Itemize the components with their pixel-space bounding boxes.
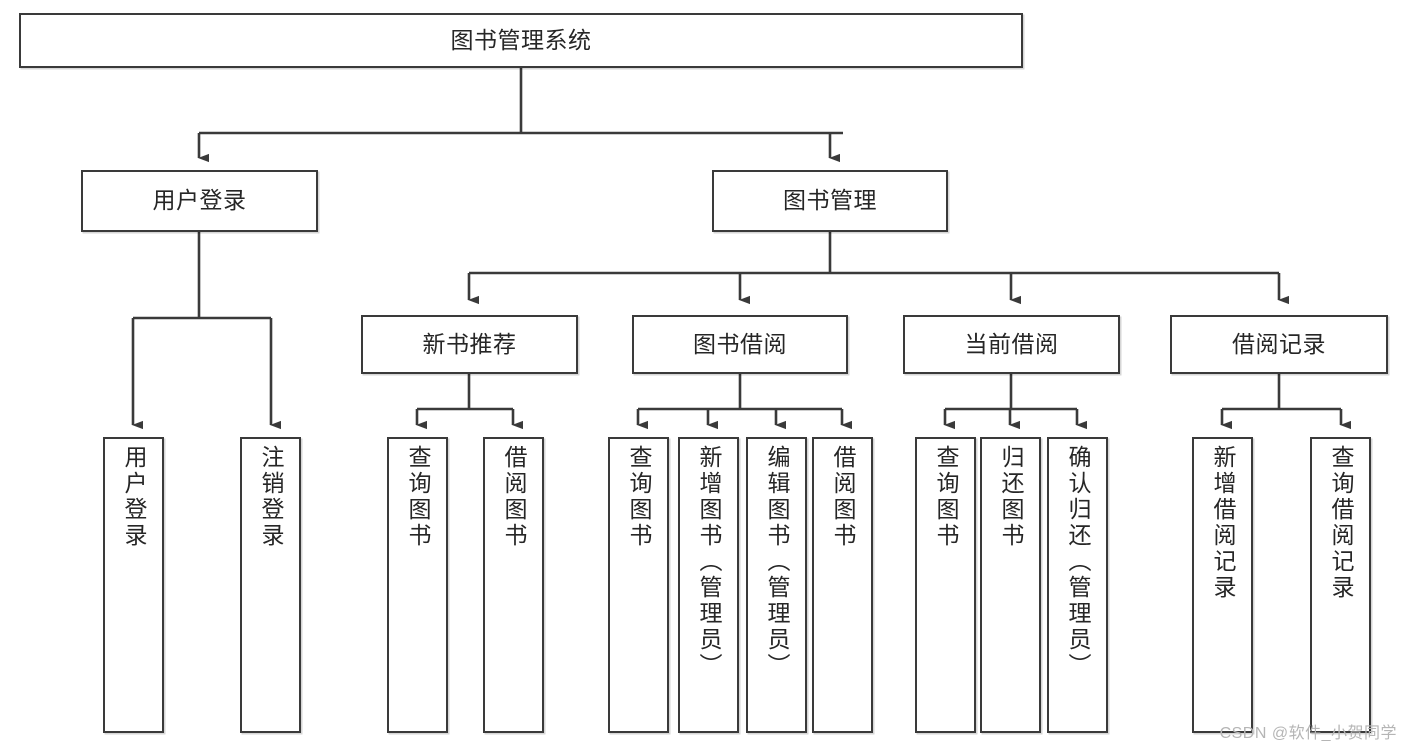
leaf-user-login[interactable]: 用户登录 — [103, 437, 164, 733]
node-book-management[interactable]: 图书管理 — [712, 170, 948, 232]
node-label: 查询图书 — [626, 445, 652, 549]
node-label: 图书借阅 — [693, 330, 787, 357]
node-label: 查询图书 — [405, 445, 431, 549]
leaf-return-books[interactable]: 归还图书 — [980, 437, 1041, 733]
node-root-book-management-system[interactable]: 图书管理系统 — [19, 13, 1023, 68]
node-label: 借阅图书 — [501, 445, 527, 549]
node-current-borrowing[interactable]: 当前借阅 — [903, 315, 1120, 374]
node-book-borrowing[interactable]: 图书借阅 — [632, 315, 848, 374]
node-label: 用户登录 — [121, 445, 147, 549]
node-label: 查询借阅记录 — [1328, 445, 1354, 601]
leaf-logout[interactable]: 注销登录 — [240, 437, 301, 733]
node-label: 图书管理 — [783, 187, 877, 214]
leaf-add-book-admin[interactable]: 新增图书（管理员） — [678, 437, 739, 733]
node-label: 归还图书 — [998, 445, 1024, 549]
leaf-query-books-recommendation[interactable]: 查询图书 — [387, 437, 448, 733]
node-label: 确认归还（管理员） — [1065, 445, 1091, 679]
node-label: 查询图书 — [933, 445, 959, 549]
leaf-edit-book-admin[interactable]: 编辑图书（管理员） — [746, 437, 807, 733]
node-label: 新书推荐 — [422, 330, 517, 357]
leaf-add-borrowing-record[interactable]: 新增借阅记录 — [1192, 437, 1253, 733]
node-label: 新增借阅记录 — [1210, 445, 1236, 601]
leaf-borrow-books-recommendation[interactable]: 借阅图书 — [483, 437, 544, 733]
leaf-confirm-return-admin[interactable]: 确认归还（管理员） — [1047, 437, 1108, 733]
leaf-query-books-borrowing[interactable]: 查询图书 — [608, 437, 669, 733]
node-label: 用户登录 — [152, 187, 247, 214]
node-borrowing-records[interactable]: 借阅记录 — [1170, 315, 1388, 374]
node-label: 注销登录 — [258, 445, 284, 549]
node-label: 借阅图书 — [830, 445, 856, 549]
leaf-query-books-current[interactable]: 查询图书 — [915, 437, 976, 733]
node-label: 新增图书（管理员） — [696, 445, 722, 679]
node-user-login[interactable]: 用户登录 — [81, 170, 318, 232]
leaf-borrow-books-borrowing[interactable]: 借阅图书 — [812, 437, 873, 733]
node-label: 借阅记录 — [1232, 330, 1326, 357]
node-label: 当前借阅 — [964, 330, 1059, 357]
node-label: 编辑图书（管理员） — [764, 445, 790, 679]
leaf-query-borrowing-record[interactable]: 查询借阅记录 — [1310, 437, 1371, 733]
node-label: 图书管理系统 — [450, 26, 592, 53]
node-new-book-recommendation[interactable]: 新书推荐 — [361, 315, 578, 374]
